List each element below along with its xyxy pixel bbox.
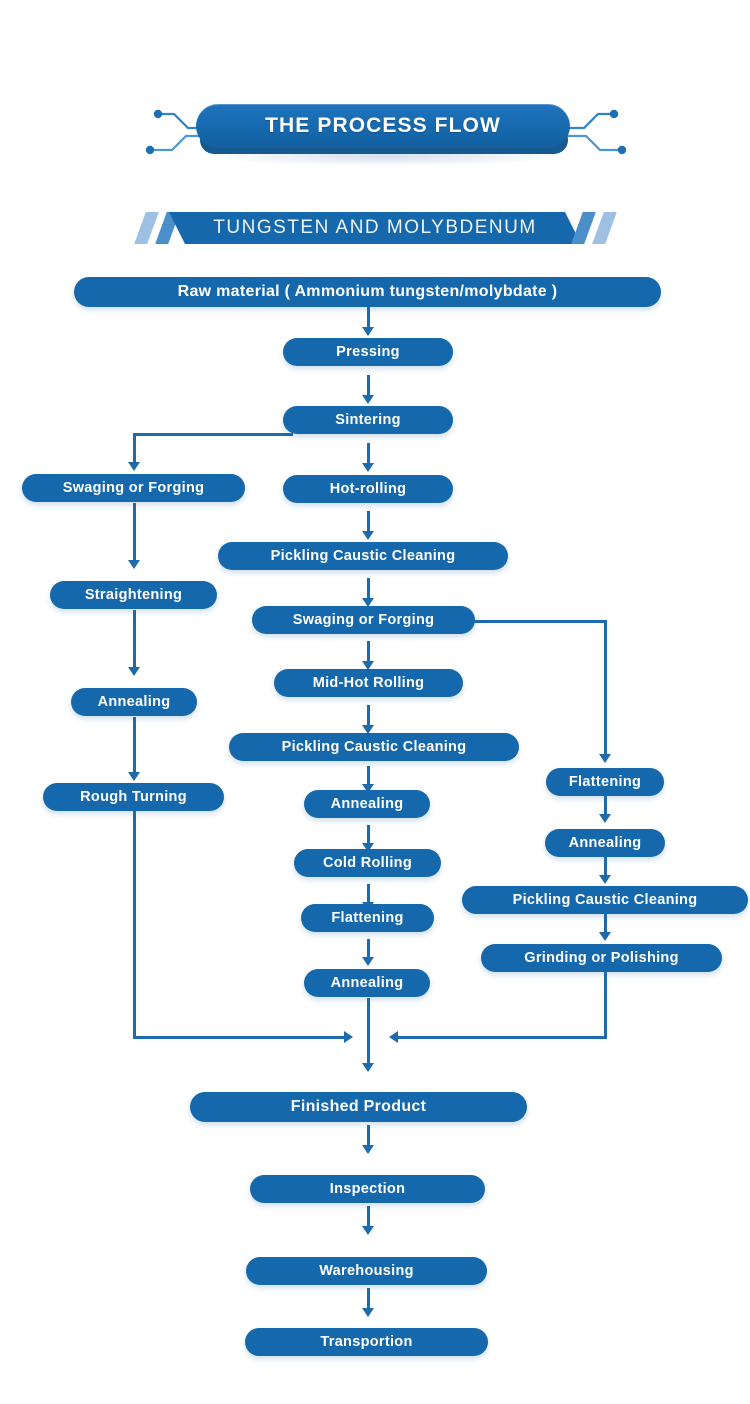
node-pickling-caustic-cleaning-3[interactable]: Pickling Caustic Cleaning: [462, 886, 748, 914]
arrowhead-pickling2-to-annealing1-icon: [362, 784, 374, 793]
node-cold-rolling[interactable]: Cold Rolling: [294, 849, 441, 877]
connector-flattening-to-annealing2: [367, 939, 370, 959]
connector-pressing-to-sintering: [367, 375, 370, 397]
arrowhead-leftannealing-to-roughturning-icon: [128, 772, 140, 781]
banner-plate: [196, 104, 570, 148]
connector-raw-to-pressing: [367, 307, 370, 329]
page-title: THE PROCESS FLOW: [265, 114, 501, 137]
arrowhead-rightannealing-to-pickling3-icon: [599, 875, 611, 884]
arrowhead-merge-to-finished-icon: [362, 1063, 374, 1072]
node-grinding-or-polishing[interactable]: Grinding or Polishing: [481, 944, 722, 972]
node-center-swaging-or-forging[interactable]: Swaging or Forging: [252, 606, 475, 634]
node-right-annealing[interactable]: Annealing: [545, 829, 665, 857]
node-raw-material[interactable]: Raw material ( Ammonium tungsten/molybda…: [74, 277, 661, 307]
connector-finished-to-inspection: [367, 1125, 370, 1147]
arrowhead-pickling3-to-grinding-icon: [599, 932, 611, 941]
arrowhead-raw-to-pressing-icon: [362, 327, 374, 336]
connector-leftswaging-to-straightening: [133, 503, 136, 563]
node-finished-product[interactable]: Finished Product: [190, 1092, 527, 1122]
arrowhead-inspection-to-warehousing-icon: [362, 1226, 374, 1235]
connector-grinding-merge-vertical: [604, 972, 607, 1039]
arrowhead-sintering-to-left-swaging-icon: [128, 462, 140, 471]
connector-rightannealing-to-pickling3: [604, 857, 607, 877]
arrowhead-swaging-to-midhot-icon: [362, 661, 374, 670]
arrowhead-warehousing-to-transportion-icon: [362, 1308, 374, 1317]
node-transportion[interactable]: Transportion: [245, 1328, 488, 1356]
connector-sintering-to-hotrolling: [367, 443, 370, 465]
connector-annealing2-to-finished: [367, 998, 370, 1066]
node-left-swaging-or-forging[interactable]: Swaging or Forging: [22, 474, 245, 502]
connector-rightflattening-to-annealing: [604, 796, 607, 816]
node-left-rough-turning[interactable]: Rough Turning: [43, 783, 224, 811]
node-pickling-caustic-cleaning-2[interactable]: Pickling Caustic Cleaning: [229, 733, 519, 761]
connector-pickling3-to-grinding: [604, 914, 607, 934]
arrowhead-midhot-to-pickling2-icon: [362, 725, 374, 734]
arrowhead-flattening-to-annealing2-icon: [362, 957, 374, 966]
connector-swaging-to-right-horizontal: [470, 620, 607, 623]
connector-annealing1-to-coldrolling: [367, 825, 370, 845]
connector-inspection-to-warehousing: [367, 1206, 370, 1228]
connector-roughturning-merge-vertical: [133, 808, 136, 1039]
arrowhead-right-merge-icon: [389, 1031, 398, 1043]
arrowhead-finished-to-inspection-icon: [362, 1145, 374, 1154]
connector-sintering-branch-vertical: [133, 433, 136, 465]
arrowhead-sintering-to-hotrolling-icon: [362, 463, 374, 472]
node-center-annealing-1[interactable]: Annealing: [304, 790, 430, 818]
connector-warehousing-to-transportion: [367, 1288, 370, 1310]
subtitle-text: TUNGSTEN AND MOLYBDENUM: [213, 217, 537, 238]
node-warehousing[interactable]: Warehousing: [246, 1257, 487, 1285]
connector-midhot-to-pickling2: [367, 705, 370, 727]
connector-hotrolling-to-pickling1: [367, 511, 370, 533]
node-center-flattening[interactable]: Flattening: [301, 904, 434, 932]
connector-coldrolling-to-flattening: [367, 884, 370, 904]
arrowhead-left-merge-icon: [344, 1031, 353, 1043]
connector-pickling1-to-swaging: [367, 578, 370, 600]
arrowhead-annealing1-to-coldrolling-icon: [362, 843, 374, 852]
arrowhead-swaging-to-flattening-icon: [599, 754, 611, 763]
node-left-annealing[interactable]: Annealing: [71, 688, 197, 716]
node-left-straightening[interactable]: Straightening: [50, 581, 217, 609]
subtitle-plate: [169, 212, 581, 244]
node-hot-rolling[interactable]: Hot-rolling: [283, 475, 453, 503]
connector-leftannealing-to-roughturning: [133, 717, 136, 775]
connector-swaging-to-right-vertical: [604, 620, 607, 757]
arrowhead-straightening-to-annealing-icon: [128, 667, 140, 676]
node-pickling-caustic-cleaning-1[interactable]: Pickling Caustic Cleaning: [218, 542, 508, 570]
stripe-left-outer: [134, 212, 159, 244]
connector-grinding-merge-horizontal: [398, 1036, 607, 1039]
header-banner: THE PROCESS FLOW: [0, 0, 750, 200]
arrowhead-hotrolling-to-pickling1-icon: [362, 531, 374, 540]
node-sintering[interactable]: Sintering: [283, 406, 453, 434]
arrowhead-leftswaging-to-straightening-icon: [128, 560, 140, 569]
connector-roughturning-merge-horizontal: [133, 1036, 344, 1039]
arrowhead-pickling1-to-swaging-icon: [362, 598, 374, 607]
connector-straightening-to-annealing: [133, 610, 136, 670]
subtitle-bar: TUNGSTEN AND MOLYBDENUM: [0, 212, 750, 244]
connector-sintering-branch-horizontal: [133, 433, 293, 436]
node-pressing[interactable]: Pressing: [283, 338, 453, 366]
arrowhead-rightflattening-to-annealing-icon: [599, 814, 611, 823]
stripe-right-outer: [592, 212, 617, 244]
node-mid-hot-rolling[interactable]: Mid-Hot Rolling: [274, 669, 463, 697]
arrowhead-pressing-to-sintering-icon: [362, 395, 374, 404]
connector-swaging-to-midhot: [367, 641, 370, 663]
circuit-decoration-right-icon: [560, 109, 627, 155]
node-center-annealing-2[interactable]: Annealing: [304, 969, 430, 997]
node-right-flattening[interactable]: Flattening: [546, 768, 664, 796]
connector-pickling2-to-annealing1: [367, 766, 370, 786]
node-inspection[interactable]: Inspection: [250, 1175, 485, 1203]
